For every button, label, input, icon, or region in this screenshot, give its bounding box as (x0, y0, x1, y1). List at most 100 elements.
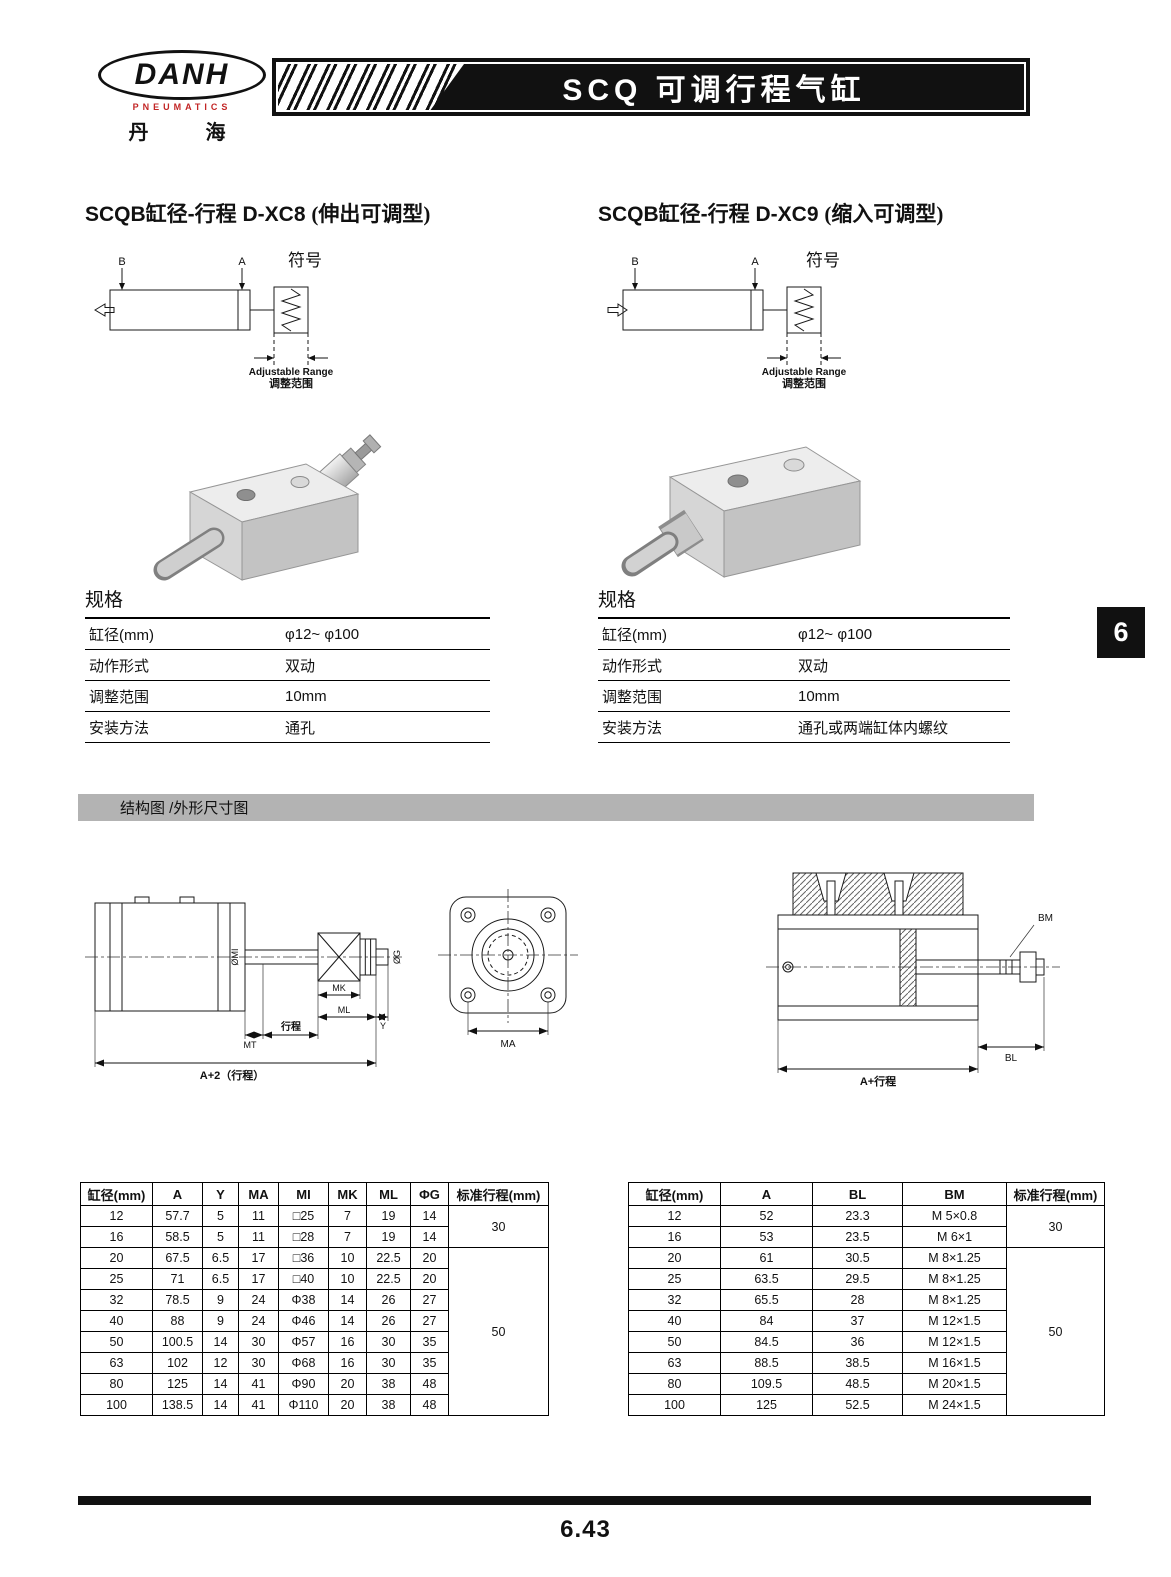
table-cell: 26 (366, 1289, 411, 1311)
cylinder-body (668, 446, 862, 578)
spec-label: 动作形式 (89, 657, 150, 675)
table-cell: 26 (366, 1310, 411, 1332)
table-cell: 14 (202, 1331, 239, 1353)
table-cell: 23.5 (812, 1226, 903, 1248)
product-heading-xc8: SCQB缸径-行程 D-XC8 (伸出可调型) (85, 198, 430, 228)
table-cell: 84.5 (720, 1331, 813, 1353)
table-cell: M 8×1.25 (902, 1247, 1007, 1269)
spec-title: 规格 (598, 590, 637, 611)
table-cell: 20 (328, 1373, 367, 1395)
product-heading-xc9: SCQB缸径-行程 D-XC9 (缩入可调型) (598, 198, 943, 228)
table-cell: 48.5 (812, 1373, 903, 1395)
spec-label: 调整范围 (602, 688, 663, 706)
table-header-cell: 缸径(mm) (628, 1182, 721, 1206)
table-cell: 14 (328, 1289, 367, 1311)
brand-logo-chinese: 丹 海 (128, 122, 252, 144)
table-cell: 50 (80, 1331, 153, 1353)
table-header-cell: 标准行程(mm) (1006, 1182, 1105, 1206)
port-a-label: A (751, 256, 759, 268)
title-banner: SCQ 可调行程气缸 (272, 58, 1030, 116)
table-cell: 23.3 (812, 1205, 903, 1227)
table-cell: 22.5 (366, 1268, 411, 1290)
table-cell: 61 (720, 1247, 813, 1269)
table-header-cell: MA (238, 1182, 279, 1206)
dim-label-mi: ØMI (230, 949, 240, 966)
table-cell: 5 (202, 1226, 239, 1248)
dim-label-g: ØG (392, 950, 402, 964)
symbol-label-xc8: 符号 (288, 251, 322, 270)
table-cell: 65.5 (720, 1289, 813, 1311)
table-cell: 53 (720, 1226, 813, 1248)
port-b-label: B (118, 256, 125, 268)
table-cell: 9 (202, 1289, 239, 1311)
table-cell: Φ90 (278, 1373, 329, 1395)
table-cell: 29.5 (812, 1268, 903, 1290)
table-cell: 32 (80, 1289, 153, 1311)
dim-label-stroke: 行程 (280, 1020, 301, 1033)
table-header-cell: A (720, 1182, 813, 1206)
spec-label: 动作形式 (602, 657, 663, 675)
table-cell: 20 (80, 1247, 153, 1269)
adjustable-range-en: Adjustable Range (249, 367, 334, 378)
table-cell: 109.5 (720, 1373, 813, 1395)
standard-stroke-cell: 30 (1006, 1205, 1105, 1248)
spec-row: 安装方法通孔 (85, 712, 490, 743)
table-cell: 14 (328, 1310, 367, 1332)
table-header-cell: ML (366, 1182, 411, 1206)
product-model-xc8: SCQB缸径-行程 D-XC8 (85, 203, 306, 226)
table-cell: 80 (80, 1373, 153, 1395)
spec-label: 缸径(mm) (602, 626, 667, 644)
spec-value: 双动 (798, 657, 829, 675)
dimension-drawing-section-view: BM BL A+行程 (766, 872, 1060, 1088)
spec-value: 双动 (285, 657, 316, 675)
spec-value: 10mm (285, 687, 327, 705)
spec-value: φ12~ φ100 (285, 625, 360, 643)
table-cell: 67.5 (152, 1247, 203, 1269)
table-cell: Φ38 (278, 1289, 329, 1311)
table-cell: 14 (410, 1226, 449, 1248)
symbol-label-xc9: 符号 (806, 251, 840, 270)
table-cell: 40 (80, 1310, 153, 1332)
chapter-tab: 6 (1097, 607, 1145, 658)
product-type-note-xc9: (缩入可调型) (824, 202, 944, 226)
product-type-note-xc8: (伸出可调型) (311, 202, 431, 226)
dim-label-bm: BM (1038, 913, 1053, 924)
table-cell: 52.5 (812, 1394, 903, 1416)
table-cell: 41 (238, 1373, 279, 1395)
table-cell: 32 (628, 1289, 721, 1311)
standard-stroke-cell: 50 (1006, 1247, 1105, 1416)
product-photo-xc9 (621, 446, 862, 578)
table-cell: 30 (366, 1352, 411, 1374)
table-cell: 24 (238, 1310, 279, 1332)
table-cell: 20 (410, 1268, 449, 1290)
adjustable-range-en: Adjustable Range (762, 367, 847, 378)
table-cell: 125 (720, 1394, 813, 1416)
table-cell: 88.5 (720, 1352, 813, 1374)
spec-row: 安装方法通孔或两端缸体内螺纹 (598, 712, 1010, 743)
spec-value: 10mm (798, 687, 840, 705)
brand-logo-oval: DANH (98, 50, 266, 100)
dim-label-ma: MA (501, 1039, 516, 1050)
table-cell: 63 (80, 1352, 153, 1374)
table-cell: 12 (628, 1205, 721, 1227)
table-cell: 27 (410, 1310, 449, 1332)
spec-label: 安装方法 (602, 719, 663, 737)
table-cell: 6.5 (202, 1268, 239, 1290)
spec-label: 调整范围 (89, 688, 150, 706)
table-cell: 80 (628, 1373, 721, 1395)
table-cell: 48 (410, 1394, 449, 1416)
table-cell: □36 (278, 1247, 329, 1269)
